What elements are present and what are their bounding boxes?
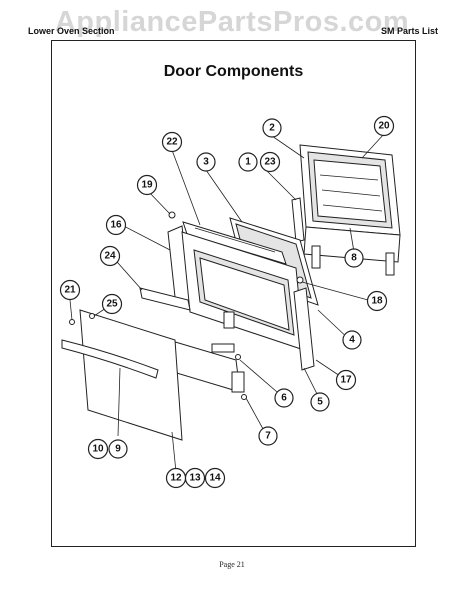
callout-17: 17 bbox=[335, 369, 357, 391]
callout-4: 4 bbox=[342, 330, 362, 350]
callout-label: 1 bbox=[245, 157, 251, 168]
callout-label: 14 bbox=[209, 473, 221, 484]
callout-18: 18 bbox=[366, 290, 388, 312]
callout-label: 10 bbox=[92, 444, 104, 455]
callout-3: 3 bbox=[196, 152, 216, 172]
callout-23: 23 bbox=[259, 151, 281, 173]
callout-label: 25 bbox=[106, 299, 118, 310]
callout-label: 19 bbox=[141, 180, 153, 191]
callout-label: 18 bbox=[371, 296, 383, 307]
callout-14: 14 bbox=[204, 467, 226, 489]
part-seal-strip bbox=[139, 287, 191, 311]
diagram-frame bbox=[51, 40, 416, 547]
callout-19: 19 bbox=[136, 174, 158, 196]
callout-1: 1 bbox=[238, 152, 258, 172]
part-vent-strip bbox=[182, 221, 287, 265]
part-hinge-bracket bbox=[291, 197, 305, 243]
callout-label: 2 bbox=[269, 123, 275, 134]
callout-label: 16 bbox=[110, 220, 122, 231]
part-handle bbox=[61, 339, 159, 379]
callout-9: 9 bbox=[108, 439, 128, 459]
part-right-side bbox=[293, 287, 315, 371]
callout-label: 8 bbox=[351, 253, 357, 264]
page-number: Page 21 bbox=[219, 560, 245, 569]
callout-24: 24 bbox=[99, 245, 121, 267]
part-door-frame bbox=[299, 144, 401, 276]
section-header: Lower Oven Section bbox=[28, 26, 115, 36]
callout-label: 4 bbox=[349, 335, 355, 346]
callout-label: 7 bbox=[265, 431, 271, 442]
callout-label: 13 bbox=[189, 473, 201, 484]
watermark: AppliancePartsPros.com bbox=[54, 6, 410, 38]
callout-label: 9 bbox=[115, 444, 121, 455]
parts-list-header: SM Parts List bbox=[380, 26, 438, 36]
callout-label: 12 bbox=[170, 473, 182, 484]
callout-6: 6 bbox=[274, 388, 294, 408]
callout-label: 21 bbox=[64, 285, 76, 296]
callout-20: 20 bbox=[373, 115, 395, 137]
callout-label: 5 bbox=[317, 397, 323, 408]
callout-12: 12 bbox=[165, 467, 187, 489]
callout-label: 3 bbox=[203, 157, 209, 168]
callout-label: 17 bbox=[340, 375, 352, 386]
callout-8: 8 bbox=[344, 248, 364, 268]
part-screws bbox=[69, 211, 304, 400]
part-outer-glass bbox=[79, 309, 183, 441]
callout-label: 20 bbox=[378, 121, 390, 132]
callout-13: 13 bbox=[184, 467, 206, 489]
callout-label: 24 bbox=[104, 251, 116, 262]
callout-label: 22 bbox=[166, 137, 178, 148]
part-door-liner bbox=[181, 231, 305, 351]
callout-16: 16 bbox=[105, 214, 127, 236]
callout-5: 5 bbox=[310, 392, 330, 412]
callout-7: 7 bbox=[258, 426, 278, 446]
callout-21: 21 bbox=[59, 279, 81, 301]
callout-label: 23 bbox=[264, 157, 276, 168]
callout-10: 10 bbox=[87, 438, 109, 460]
page-title: Door Components bbox=[163, 63, 304, 80]
callout-22: 22 bbox=[161, 131, 183, 153]
callout-2: 2 bbox=[262, 118, 282, 138]
callout-25: 25 bbox=[101, 293, 123, 315]
callout-label: 6 bbox=[281, 393, 287, 404]
